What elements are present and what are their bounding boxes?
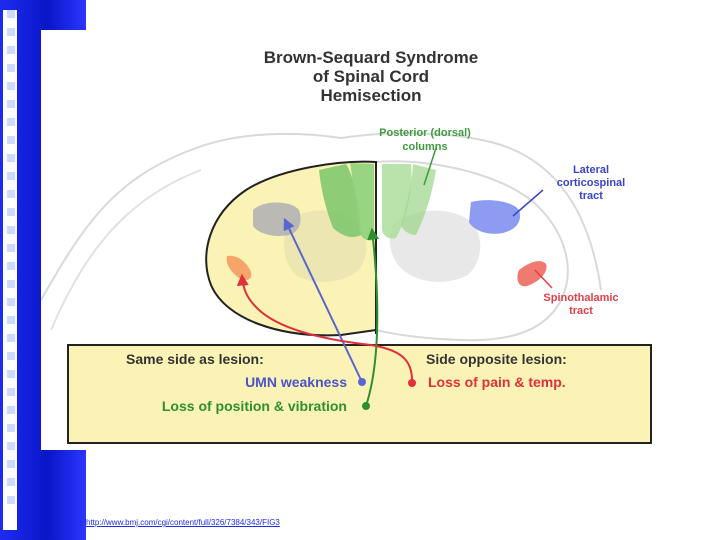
umn-arrow [283, 217, 363, 383]
source-link[interactable]: http://www.bmj.com/cgi/content/full/326/… [86, 518, 280, 527]
legend-same-side-heading: Same side as lesion: [126, 351, 264, 367]
meninges-outline-inner [50, 169, 202, 331]
lateral-label-leader [512, 189, 544, 217]
diagram-svg: Brown-Sequard Syndrome of Spinal Cord He… [41, 48, 652, 444]
lateral-corticospinal-label-1: Lateral [573, 164, 609, 176]
legend-opposite-side-heading: Side opposite lesion: [426, 351, 567, 367]
posterior-columns-label-2: columns [402, 141, 447, 153]
posterior-column-right [382, 164, 412, 239]
lateral-corticospinal-label-3: tract [579, 190, 603, 202]
lateral-corticospinal-tract-left [253, 202, 301, 236]
spinothalamic-label-2: tract [569, 305, 593, 317]
legend-box [67, 344, 652, 444]
posterior-columns-label-1: Posterior (dorsal) [379, 127, 471, 139]
posterior-label-leader [423, 147, 437, 186]
posterior-column-right-lateral [401, 164, 436, 235]
legend-loss-position-vibration: Loss of position & vibration [162, 398, 347, 414]
meninges-outline [41, 132, 602, 301]
spinothalamic-label-leader [534, 269, 553, 289]
position-arrow [365, 227, 380, 407]
lateral-corticospinal-tract-right [469, 200, 521, 234]
spinothalamic-tract-right [517, 261, 547, 287]
diagram-title-line-3: Hemisection [320, 86, 421, 105]
diagram-title-line-2: of Spinal Cord [313, 67, 429, 86]
legend-loss-pain-temp: Loss of pain & temp. [428, 374, 566, 390]
slide-dot-column [3, 10, 17, 530]
posterior-column-left [319, 164, 361, 238]
spinothalamic-label-1: Spinothalamic [543, 292, 618, 304]
diagram-title-line-1: Brown-Sequard Syndrome [264, 48, 478, 67]
legend-umn-weakness: UMN weakness [245, 374, 347, 390]
pain-arrow [236, 273, 414, 384]
lateral-corticospinal-label-2: corticospinal [557, 177, 625, 189]
diagram-panel: Brown-Sequard Syndrome of Spinal Cord He… [41, 30, 684, 450]
posterior-column-left-medial [350, 163, 374, 241]
